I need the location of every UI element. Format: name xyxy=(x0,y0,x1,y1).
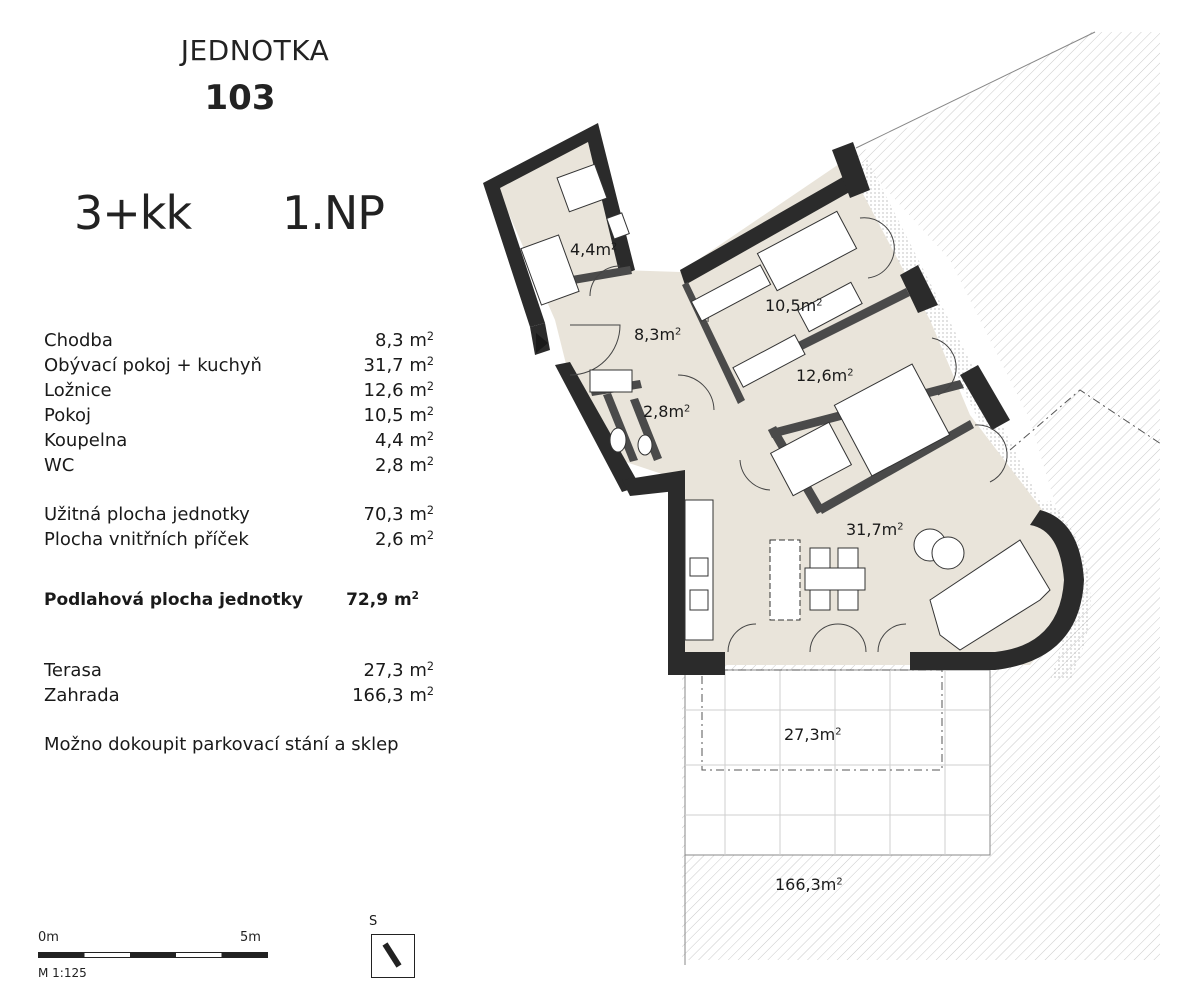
usable-area-label: Užitná plocha jednotky xyxy=(44,504,250,525)
terrace-label: Terasa xyxy=(44,660,102,681)
scale-ratio: M 1:125 xyxy=(38,966,87,980)
plan-label-hall: 8,3m2 xyxy=(634,325,682,344)
partitions-value: 2,6 m2 xyxy=(375,528,434,550)
shelf xyxy=(732,334,806,388)
room-area: 4,4 m2 xyxy=(375,429,434,451)
usable-area-row: Užitná plocha jednotky 70,3 m2 xyxy=(44,504,434,528)
coffee-table xyxy=(931,536,965,570)
washbasin xyxy=(606,212,630,240)
plan-label-wc: 2,8m2 xyxy=(643,402,691,421)
floor-level: 1.NP xyxy=(282,186,385,240)
room-area: 2,8 m2 xyxy=(375,454,434,476)
room-name: Koupelna xyxy=(44,430,128,451)
bathtub xyxy=(520,234,580,306)
plan-label-bathroom: 4,4m2 xyxy=(570,240,618,259)
desk xyxy=(797,281,863,333)
plan-label-room: 10,5m2 xyxy=(765,296,823,315)
room-row-wc: WC 2,8 m2 xyxy=(44,455,434,479)
scale-start-label: 0m xyxy=(38,930,59,945)
room-row-obyvaci: Obývací pokoj + kuchyň 31,7 m2 xyxy=(44,355,434,379)
room-row-loznice: Ložnice 12,6 m2 xyxy=(44,380,434,404)
usable-area-value: 70,3 m2 xyxy=(363,503,434,525)
room-name: WC xyxy=(44,455,75,476)
partitions-row: Plocha vnitřních příček 2,6 m2 xyxy=(44,529,434,553)
plan-label-garden: 166,3m2 xyxy=(775,875,843,894)
room-area: 10,5 m2 xyxy=(363,404,434,426)
garden-label: Zahrada xyxy=(44,685,120,706)
terrace-row: Terasa 27,3 m2 xyxy=(44,660,434,684)
floor-area-label: Podlahová plocha jednotky xyxy=(44,590,303,610)
toilet xyxy=(637,434,653,456)
room-name: Chodba xyxy=(44,330,113,351)
scale-bar xyxy=(38,952,268,958)
toilet xyxy=(609,427,627,453)
terrace-tiles xyxy=(684,669,991,856)
compass-label: S xyxy=(369,914,378,929)
garden-edge xyxy=(855,31,1096,149)
terrace-strip xyxy=(850,160,1050,520)
chair xyxy=(837,547,859,569)
partitions-label: Plocha vnitřních příček xyxy=(44,529,249,550)
compass-icon xyxy=(371,934,415,978)
room-row-pokoj: Pokoj 10,5 m2 xyxy=(44,405,434,429)
wardrobe xyxy=(690,264,772,322)
unit-number: 103 xyxy=(204,78,276,118)
room-area: 31,7 m2 xyxy=(363,354,434,376)
room-row-koupelna: Koupelna 4,4 m2 xyxy=(44,430,434,454)
cabinet xyxy=(589,369,633,393)
chair xyxy=(837,589,859,611)
sofa xyxy=(929,539,1051,651)
furniture xyxy=(520,163,1051,651)
room-area: 12,6 m2 xyxy=(363,379,434,401)
wardrobe xyxy=(769,421,853,497)
room-name: Pokoj xyxy=(44,405,92,426)
room-name: Obývací pokoj + kuchyň xyxy=(44,355,262,376)
floor-area-row: Podlahová plocha jednotky 72,9 m2 xyxy=(44,590,419,614)
plan-label-bedroom: 12,6m2 xyxy=(796,366,854,385)
kitchen-island xyxy=(769,539,801,621)
terrace-value: 27,3 m2 xyxy=(363,659,434,681)
pergola-outline xyxy=(1009,389,1160,451)
bed-small xyxy=(756,210,858,292)
shower xyxy=(556,163,608,213)
chair xyxy=(809,589,831,611)
unit-title: JEDNOTKA xyxy=(180,34,330,67)
garden-row: Zahrada 166,3 m2 xyxy=(44,685,434,709)
entrance-arrow-icon xyxy=(536,333,548,353)
room-area: 8,3 m2 xyxy=(375,329,434,351)
double-bed xyxy=(833,363,951,477)
purchase-note: Možno dokoupit parkovací stání a sklep xyxy=(44,734,399,755)
floor-plan xyxy=(483,31,1160,965)
door-swings xyxy=(569,217,1008,653)
cooktop xyxy=(689,589,709,611)
layout-type: 3+kk xyxy=(74,186,192,240)
sink xyxy=(689,557,709,577)
plan-label-terrace: 27,3m2 xyxy=(784,725,842,744)
scale-end-label: 5m xyxy=(240,930,261,945)
plan-label-living: 31,7m2 xyxy=(846,520,904,539)
room-name: Ložnice xyxy=(44,380,112,401)
room-row-chodba: Chodba 8,3 m2 xyxy=(44,330,434,354)
pergola-outline xyxy=(701,669,943,771)
floor-area-value: 72,9 m2 xyxy=(346,590,419,610)
dining-table xyxy=(804,567,866,591)
garden-value: 166,3 m2 xyxy=(352,684,434,706)
chair xyxy=(809,547,831,569)
